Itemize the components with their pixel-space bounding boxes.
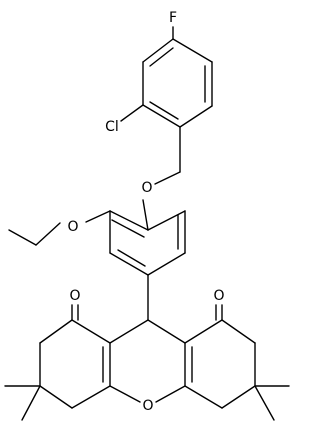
bonds bbox=[4, 26, 290, 421]
bond bbox=[155, 385, 186, 403]
bond bbox=[120, 104, 144, 122]
atom-labels: F Cl O O O O O bbox=[67, 10, 224, 414]
chlorine-atom: Cl bbox=[105, 119, 119, 135]
bond bbox=[35, 222, 61, 246]
bond bbox=[142, 38, 174, 63]
bond bbox=[142, 199, 149, 231]
bond bbox=[109, 385, 141, 403]
fluorine-atom: F bbox=[169, 10, 177, 26]
bond bbox=[109, 210, 149, 231]
bond bbox=[147, 210, 186, 231]
bond bbox=[71, 385, 111, 409]
bond bbox=[154, 171, 181, 185]
bond bbox=[117, 249, 146, 267]
bond bbox=[109, 252, 149, 276]
oxygen-atom-ketone-left: O bbox=[69, 288, 80, 304]
bond bbox=[147, 319, 186, 344]
bond bbox=[109, 319, 149, 344]
bond bbox=[111, 219, 145, 238]
oxygen-atom-benzyl-ether: O bbox=[141, 180, 152, 196]
bond bbox=[149, 101, 179, 120]
bond bbox=[184, 385, 223, 409]
oxygen-atom-xanthene: O bbox=[142, 398, 153, 414]
oxygen-atom-ethoxy: O bbox=[67, 219, 78, 235]
bond bbox=[39, 319, 73, 344]
bond bbox=[142, 104, 181, 128]
molecule-structure: F Cl O O O O O bbox=[4, 10, 290, 421]
bond bbox=[221, 385, 256, 409]
bond bbox=[254, 385, 275, 421]
bond bbox=[221, 319, 256, 344]
bond bbox=[184, 319, 223, 344]
bond bbox=[172, 38, 213, 63]
bond bbox=[147, 252, 186, 276]
oxygen-atom-ketone-right: O bbox=[213, 288, 224, 304]
bond bbox=[39, 385, 73, 409]
bond bbox=[21, 385, 41, 421]
bond bbox=[85, 210, 111, 223]
bond bbox=[8, 229, 37, 246]
bond bbox=[179, 105, 213, 128]
bond bbox=[71, 319, 111, 344]
bond bbox=[149, 47, 174, 67]
